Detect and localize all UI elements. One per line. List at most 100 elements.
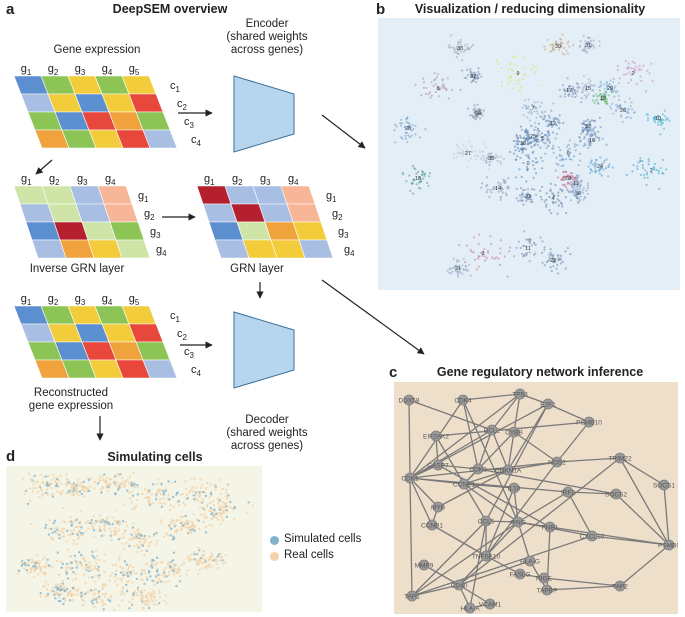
embedding-point — [568, 182, 571, 185]
cell-point — [155, 498, 158, 501]
embedding-point — [567, 155, 571, 158]
embedding-point — [454, 269, 457, 273]
cell-point — [193, 477, 197, 480]
cell-point — [170, 561, 173, 564]
cell-point — [74, 572, 77, 576]
network-node — [514, 568, 526, 580]
embedding-point — [415, 172, 418, 175]
embedding-point — [518, 149, 521, 152]
embedding-point — [551, 258, 554, 261]
embedding-point — [469, 248, 472, 251]
embedding-point — [559, 159, 562, 162]
embedding-point — [527, 136, 530, 139]
embedding-point — [480, 186, 483, 189]
embedding-point — [525, 154, 528, 157]
cell-point — [148, 497, 151, 500]
cell-point — [99, 529, 102, 532]
cell-point — [56, 593, 60, 596]
embedding-point — [539, 146, 542, 149]
embedding-point — [573, 143, 576, 146]
embedding-point — [461, 272, 464, 275]
cell-point — [214, 485, 217, 488]
embedding-point — [566, 247, 569, 250]
cell-point — [184, 503, 187, 507]
cell-point — [32, 483, 35, 486]
cluster-label: 36 — [575, 191, 581, 197]
embedding-point — [514, 149, 517, 152]
embedding-point — [661, 158, 665, 161]
embedding-point — [546, 38, 549, 41]
matrix-row-label: g4 — [156, 244, 167, 258]
cell-point — [122, 532, 126, 536]
embedding-point — [492, 185, 495, 189]
cell-point — [225, 491, 228, 494]
embedding-point — [470, 81, 473, 84]
matrix-row-label: g2 — [144, 208, 155, 222]
cell-point — [88, 569, 91, 573]
embedding-point — [486, 188, 489, 191]
embedding-point — [493, 257, 496, 260]
embedding-point — [527, 98, 530, 101]
cell-point — [71, 587, 75, 590]
cell-point — [110, 538, 113, 542]
embedding-point — [457, 259, 460, 263]
embedding-point — [662, 172, 665, 175]
cell-point — [86, 476, 90, 480]
embedding-point — [530, 68, 533, 71]
cell-point — [83, 489, 86, 493]
embedding-point — [450, 272, 453, 275]
embedding-point — [522, 203, 525, 206]
cell-point — [143, 569, 146, 572]
embedding-point — [552, 123, 555, 126]
embedding-point — [576, 195, 579, 199]
cell-point — [221, 500, 225, 504]
cell-point — [153, 579, 156, 583]
embedding-point — [497, 63, 500, 66]
embedding-point — [525, 180, 528, 183]
embedding-point — [523, 195, 526, 199]
embedding-point — [460, 152, 463, 155]
cell-point — [111, 516, 114, 519]
embedding-point — [565, 145, 569, 148]
cell-point — [67, 533, 70, 536]
cell-point — [101, 601, 105, 604]
cell-point — [57, 530, 61, 533]
embedding-point — [540, 101, 543, 104]
cell-point — [140, 573, 143, 576]
embedding-point — [549, 182, 552, 185]
cell-point — [57, 485, 60, 488]
embedding-point — [519, 134, 522, 137]
cell-point — [142, 607, 145, 610]
panel-c-title: Gene regulatory network inference — [436, 365, 644, 379]
cell-point — [162, 535, 165, 539]
network-edge — [513, 431, 558, 463]
embedding-point — [499, 239, 502, 242]
cell-point — [143, 553, 146, 557]
embedding-point — [429, 96, 432, 99]
embedding-point — [568, 139, 571, 142]
cell-point — [141, 597, 145, 600]
embedding-point — [507, 187, 510, 190]
cell-point — [22, 567, 26, 570]
cell-point — [50, 486, 53, 490]
matrix-column-header: g5 — [129, 293, 140, 307]
cell-point — [26, 502, 30, 506]
embedding-point — [523, 230, 526, 233]
embedding-point — [541, 160, 544, 163]
cluster-label: 29 — [607, 86, 613, 92]
embedding-point — [461, 264, 464, 267]
embedding-point — [501, 191, 504, 194]
embedding-point — [474, 110, 477, 113]
network-edge — [409, 477, 439, 508]
cell-point — [42, 584, 45, 588]
cell-point — [155, 569, 159, 572]
legend-simulated-label: Simulated cells — [284, 533, 362, 545]
embedding-point — [422, 177, 425, 180]
cell-point — [131, 507, 134, 510]
embedding-point — [533, 242, 536, 245]
cell-point — [208, 565, 211, 569]
cell-point — [221, 559, 224, 562]
cell-point — [223, 561, 227, 564]
cell-point — [190, 526, 193, 529]
